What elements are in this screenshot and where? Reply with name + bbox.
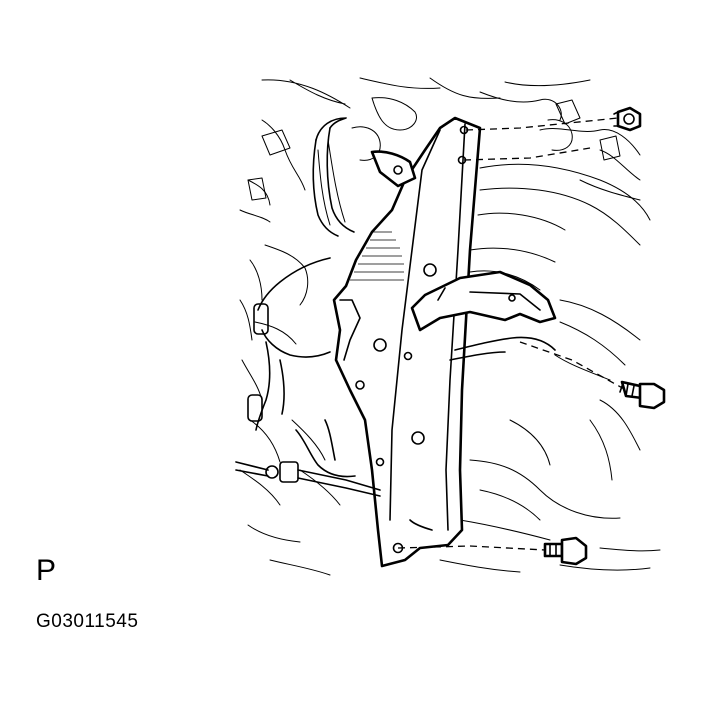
figure-code: G03011545 [36, 611, 139, 632]
bolt-icon [613, 106, 642, 132]
support-bracket [332, 116, 482, 568]
leader-lines [397, 117, 627, 551]
hatched-panel [350, 231, 404, 281]
engine-bay-background [239, 77, 661, 576]
bolt-icon [619, 380, 666, 410]
mounting-hole [423, 263, 437, 277]
side-bracket [410, 270, 557, 361]
mounting-hole [373, 338, 387, 352]
mounting-hole [411, 431, 425, 445]
view-label: P [36, 554, 57, 587]
cable [235, 461, 381, 497]
bolt-icon [543, 536, 588, 566]
